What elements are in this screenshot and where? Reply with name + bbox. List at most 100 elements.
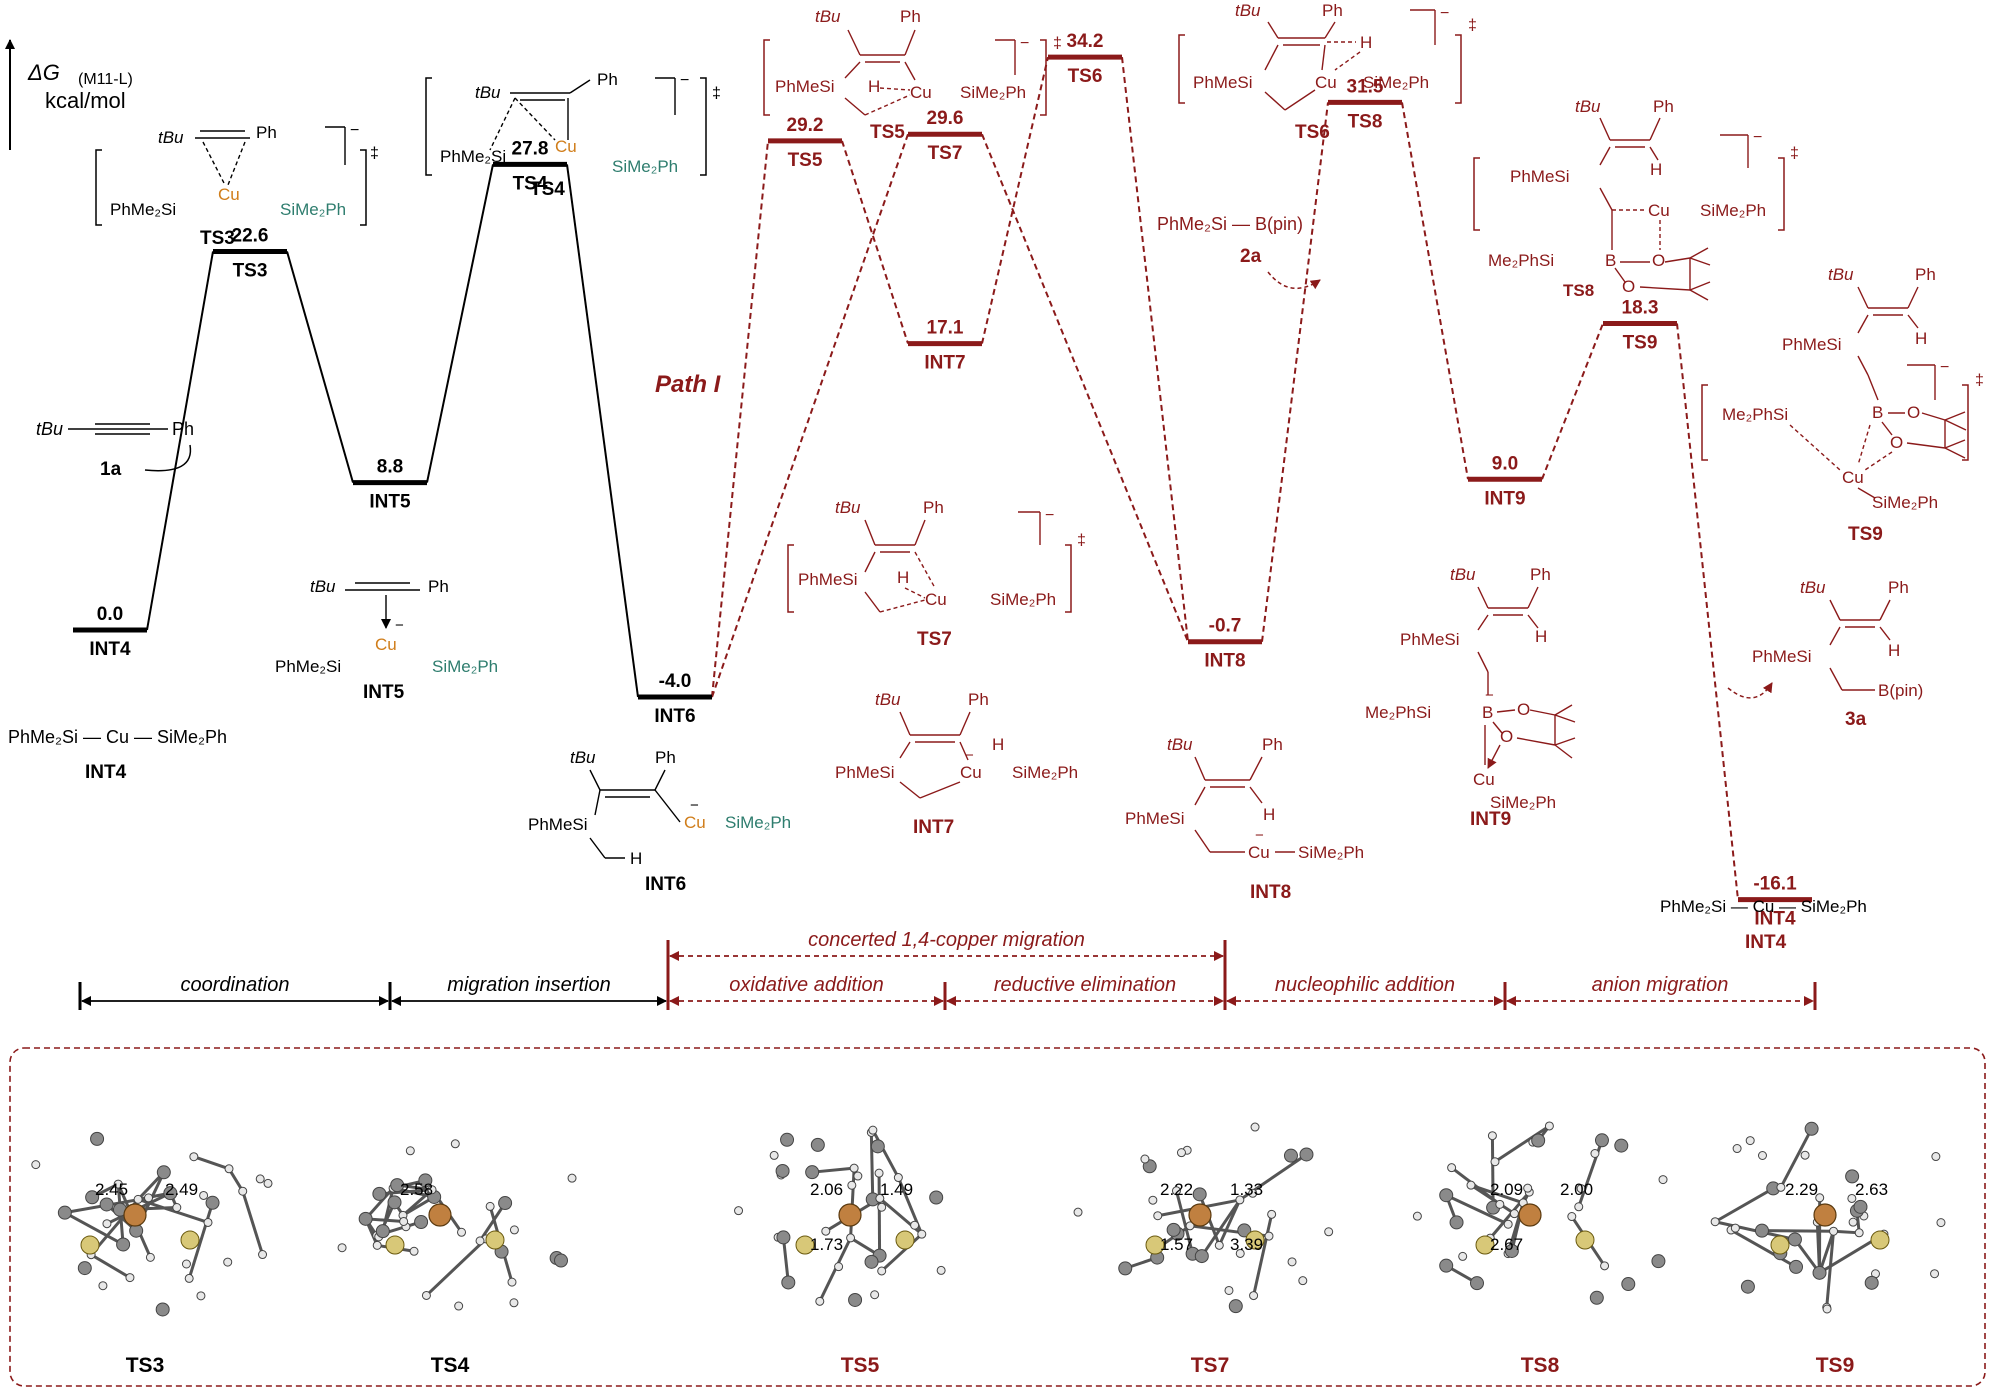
level-int6-label: INT6 <box>654 706 695 727</box>
hydrogen-atom <box>223 1257 233 1267</box>
profile-connectors <box>146 56 1739 900</box>
bond-distance-label: 1.33 <box>1230 1180 1263 1199</box>
hydrogen-atom <box>144 1193 154 1203</box>
level-int9-value: 9.0 <box>1492 453 1518 474</box>
int9-structure-label: INT9 <box>1470 809 1511 830</box>
connector-int4-ts3 <box>146 251 214 631</box>
carbon-atom <box>418 1173 433 1188</box>
level-ts7-label: TS7 <box>928 143 963 164</box>
carbon-atom <box>1787 1232 1802 1247</box>
hydrogen-atom <box>1732 1144 1742 1154</box>
carbon-atom <box>1651 1254 1666 1269</box>
carbon-atom <box>498 1196 513 1211</box>
hydrogen-atom <box>1776 1182 1786 1192</box>
int5-left-si: PhMe₂Si <box>275 657 341 676</box>
hydrogen-atom <box>1487 1131 1497 1141</box>
ts9-dagger: ‡ <box>1975 372 1984 389</box>
int8-ph: Ph <box>1262 735 1283 754</box>
hydrogen-atom <box>113 1179 123 1189</box>
hydrogen-atom <box>1854 1228 1864 1238</box>
ts9-ph: Ph <box>1915 265 1936 284</box>
carbon-atom <box>1192 1187 1207 1202</box>
connector-ts9-int4 <box>1676 323 1739 900</box>
ts5-tbu: tBu <box>815 7 841 26</box>
int4-final-structure: PhMe₂Si — Cu — SiMe₂Ph INT4 <box>1660 897 1867 953</box>
connector-ts4-int6 <box>566 164 639 698</box>
ts9-tbu: tBu <box>1828 265 1854 284</box>
copper-atom <box>428 1203 452 1227</box>
connector-int9-ts9 <box>1541 323 1604 480</box>
bond-distance-label: 2.29 <box>1785 1180 1818 1199</box>
hydrogen-atom <box>1148 1195 1158 1205</box>
carbon-atom <box>780 1132 795 1147</box>
carbon-atom <box>1754 1223 1769 1238</box>
ts4-dagger: ‡ <box>712 85 721 102</box>
axis-symbol: ΔG <box>27 60 60 85</box>
axis-subscript: (M11-L) <box>78 71 133 88</box>
hydrogen-atom <box>1576 1184 1586 1194</box>
hydrogen-atom <box>815 1296 825 1306</box>
ts7-dagger: ‡ <box>1077 532 1086 549</box>
ts6-tbu: tBu <box>1235 1 1261 20</box>
carbon-atom <box>1283 1148 1298 1163</box>
int5-charge: − <box>395 617 404 634</box>
int4-structure: PhMe₂Si — Cu — SiMe₂Ph INT4 <box>8 727 227 783</box>
ts3-tbu: tBu <box>158 128 184 147</box>
carbon-atom <box>205 1195 220 1210</box>
carbon-atom <box>1118 1261 1133 1276</box>
int9-tbu: tBu <box>1450 565 1476 584</box>
connector-int7-ts6 <box>981 56 1049 344</box>
carbon-atom <box>1439 1258 1454 1273</box>
level-ts9-label: TS9 <box>1623 332 1658 353</box>
hydrogen-atom <box>1171 1186 1181 1196</box>
hydrogen-atom <box>1224 1285 1234 1295</box>
carbon-atom <box>375 1224 390 1239</box>
carbon-atom <box>90 1131 105 1146</box>
carbon-atom <box>372 1186 387 1201</box>
ts4-charge: − <box>680 72 689 89</box>
carbon-atom <box>358 1211 373 1226</box>
ts9-sime2ph: SiMe₂Ph <box>1872 493 1938 512</box>
ts9-cu: Cu <box>1842 468 1864 487</box>
hydrogen-atom <box>1745 1136 1755 1146</box>
ts6-cu: Cu <box>1315 73 1337 92</box>
geometry-panel-frame <box>9 1047 1986 1387</box>
level-ts5-label: TS5 <box>788 150 823 171</box>
int4-final-formula: PhMe₂Si — Cu — SiMe₂Ph <box>1660 897 1867 916</box>
int5-structure: tBu Ph Cu − PhMe₂Si SiMe₂Ph INT5 <box>275 577 498 703</box>
2a-formula: PhMe₂Si — B(pin) <box>1157 214 1303 234</box>
hydrogen-atom <box>1710 1217 1720 1227</box>
geometry-bond <box>1730 1228 1797 1269</box>
hydrogen-atom <box>1287 1257 1297 1267</box>
bond-distance-label: 2.09 <box>1490 1180 1523 1199</box>
hydrogen-atom <box>1800 1150 1810 1160</box>
hydrogen-atom <box>1495 1199 1505 1209</box>
hydrogen-atom <box>1185 1221 1195 1231</box>
geometry-bond <box>781 1237 790 1283</box>
carbon-atom <box>810 1137 825 1152</box>
ts8-ph: Ph <box>1653 97 1674 116</box>
hydrogen-atom <box>31 1160 41 1170</box>
hydrogen-atom <box>1567 1212 1577 1222</box>
hydrogen-atom <box>421 1290 431 1300</box>
ts3-right-si: SiMe₂Ph <box>280 200 346 219</box>
hydrogen-atom <box>1447 1163 1457 1173</box>
ts5-h: H <box>868 77 880 96</box>
3a-bpin: B(pin) <box>1878 681 1923 700</box>
level-ts7-value: 29.6 <box>927 108 964 129</box>
geometry-bond <box>1818 1230 1835 1274</box>
level-int4-label: INT4 <box>1754 909 1796 930</box>
ts5-ph: Ph <box>900 7 921 26</box>
bond-distance-label: 2.67 <box>1490 1235 1523 1254</box>
ts5-structure-label: TS5 <box>870 122 905 143</box>
ts8-me2phsi: Me₂PhSi <box>1488 251 1554 270</box>
hydrogen-atom <box>475 1236 485 1246</box>
hydrogen-atom <box>1930 1269 1940 1279</box>
level-int5-value: 8.8 <box>377 457 403 478</box>
geometry-bond <box>193 1155 230 1171</box>
carbon-atom <box>870 1139 885 1154</box>
